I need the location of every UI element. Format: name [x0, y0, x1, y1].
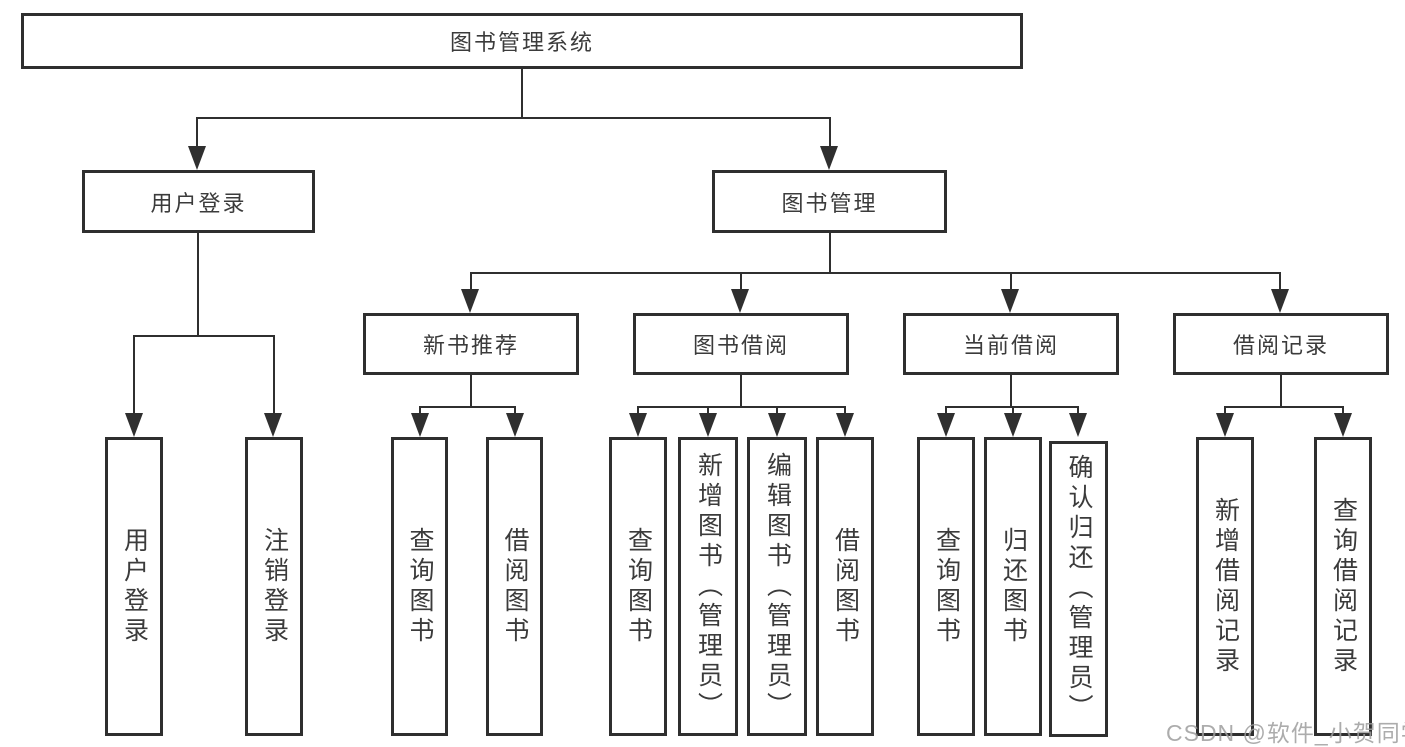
connector-line	[740, 272, 742, 290]
arrowhead-down-icon	[506, 413, 524, 437]
connector-line	[133, 335, 135, 415]
leaf-newbook-borrow-books: 借阅图书	[486, 437, 543, 736]
connector-line	[1279, 272, 1281, 290]
leaf-current-confirm-return-admin: 确认归还（管理员）	[1049, 441, 1108, 737]
arrowhead-down-icon	[1271, 289, 1289, 313]
connector-line	[844, 406, 846, 415]
connector-line	[1010, 272, 1012, 290]
connector-line	[521, 69, 523, 117]
arrowhead-down-icon	[1004, 413, 1022, 437]
node-borrow-records: 借阅记录	[1173, 313, 1389, 375]
connector-line	[514, 406, 516, 415]
node-user-login: 用户登录	[82, 170, 315, 233]
leaf-records-query-record: 查询借阅记录	[1314, 437, 1372, 736]
connector-line	[637, 406, 639, 415]
node-book-borrow: 图书借阅	[633, 313, 849, 375]
node-root-system: 图书管理系统	[21, 13, 1023, 69]
arrowhead-down-icon	[731, 289, 749, 313]
arrowhead-down-icon	[629, 413, 647, 437]
arrowhead-down-icon	[836, 413, 854, 437]
connector-line	[133, 335, 275, 337]
node-new-book-recommend: 新书推荐	[363, 313, 579, 375]
leaf-user-login: 用户登录	[105, 437, 163, 736]
leaf-borrow-query-books: 查询图书	[609, 437, 667, 736]
connector-line	[829, 117, 831, 148]
connector-line	[1077, 406, 1079, 415]
connector-line	[1012, 406, 1014, 415]
arrowhead-down-icon	[820, 146, 838, 170]
leaf-borrow-add-books-admin: 新增图书（管理员）	[678, 437, 738, 736]
connector-line	[740, 375, 742, 406]
arrowhead-down-icon	[188, 146, 206, 170]
arrowhead-down-icon	[937, 413, 955, 437]
connector-line	[419, 406, 421, 415]
connector-line	[1010, 375, 1012, 406]
connector-line	[197, 233, 199, 335]
connector-line	[829, 233, 831, 272]
leaf-records-add-record: 新增借阅记录	[1196, 437, 1254, 736]
leaf-logout: 注销登录	[245, 437, 303, 736]
connector-line	[470, 272, 1281, 274]
arrowhead-down-icon	[125, 413, 143, 437]
csdn-watermark: CSDN @软件_小贺同学	[1166, 720, 1405, 746]
connector-line	[196, 117, 198, 148]
arrowhead-down-icon	[1069, 413, 1087, 437]
node-current-borrow: 当前借阅	[903, 313, 1119, 375]
leaf-current-query-books: 查询图书	[917, 437, 975, 736]
leaf-newbook-query-books: 查询图书	[391, 437, 448, 736]
leaf-borrow-edit-books-admin: 编辑图书（管理员）	[747, 437, 807, 736]
connector-line	[196, 117, 831, 119]
connector-line	[273, 335, 275, 415]
connector-line	[1280, 375, 1282, 406]
leaf-borrow-borrow-books: 借阅图书	[816, 437, 874, 736]
connector-line	[1224, 406, 1226, 415]
arrowhead-down-icon	[264, 413, 282, 437]
arrowhead-down-icon	[1001, 289, 1019, 313]
arrowhead-down-icon	[1334, 413, 1352, 437]
leaf-current-return-books: 归还图书	[984, 437, 1042, 736]
connector-line	[419, 406, 516, 408]
arrowhead-down-icon	[768, 413, 786, 437]
connector-line	[470, 272, 472, 290]
connector-line	[945, 406, 947, 415]
arrowhead-down-icon	[699, 413, 717, 437]
connector-line	[1342, 406, 1344, 415]
arrowhead-down-icon	[461, 289, 479, 313]
connector-line	[1224, 406, 1344, 408]
node-book-management: 图书管理	[712, 170, 947, 233]
arrowhead-down-icon	[411, 413, 429, 437]
connector-line	[707, 406, 709, 415]
connector-line	[637, 406, 846, 408]
arrowhead-down-icon	[1216, 413, 1234, 437]
connector-line	[470, 375, 472, 406]
connector-line	[776, 406, 778, 415]
